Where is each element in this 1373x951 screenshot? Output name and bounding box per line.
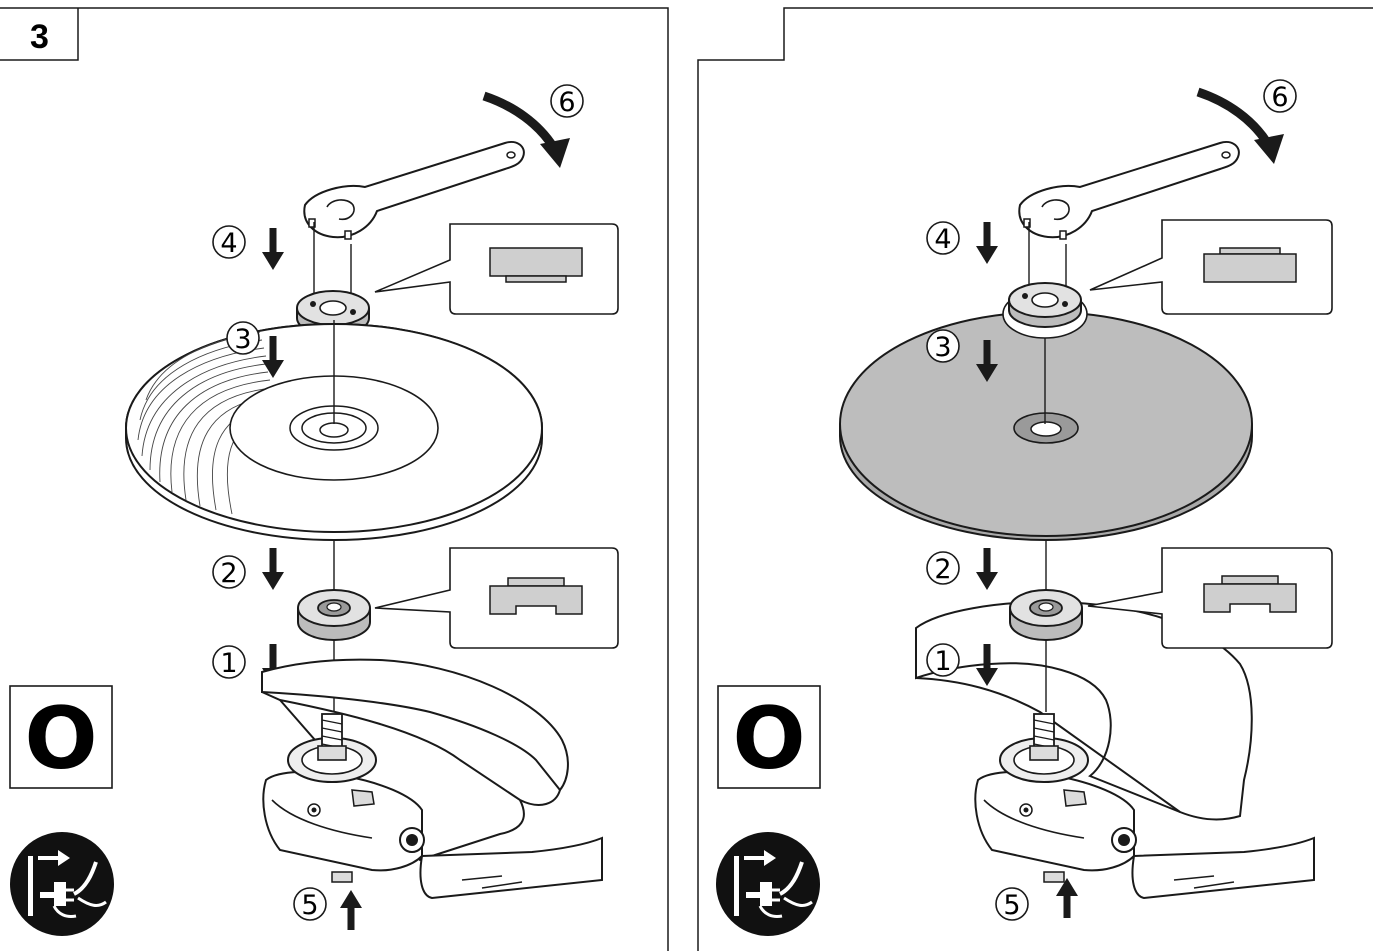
step-5-label: 5 bbox=[1003, 890, 1020, 921]
right-panel-frame bbox=[697, 7, 1373, 951]
step-2-label: 2 bbox=[220, 558, 237, 589]
cutting-disc bbox=[839, 311, 1253, 542]
step-labels: 4 3 2 1 5 6 bbox=[212, 84, 584, 921]
mode-symbol-box bbox=[9, 685, 113, 789]
inner-flange bbox=[297, 589, 371, 641]
mode-symbol: O bbox=[732, 689, 805, 789]
step-1-label: 1 bbox=[934, 646, 951, 677]
right-panel: O 4 3 2 1 5 6 bbox=[697, 7, 1373, 951]
step-2-arrow bbox=[262, 548, 284, 590]
step-2-arrow bbox=[976, 548, 998, 590]
step-4-arrow bbox=[262, 228, 284, 270]
step-6-label: 6 bbox=[1271, 82, 1288, 113]
step-4-arrow bbox=[976, 222, 998, 264]
mode-symbol-box bbox=[717, 685, 821, 789]
inner-flange bbox=[1009, 589, 1083, 641]
step-1-label: 1 bbox=[220, 648, 237, 679]
lock-nut bbox=[1008, 282, 1082, 328]
wheel-guard bbox=[261, 658, 569, 862]
step-5-label: 5 bbox=[301, 890, 318, 921]
step-2-label: 2 bbox=[934, 554, 951, 585]
step-6-label: 6 bbox=[558, 87, 575, 118]
step-4-label: 4 bbox=[220, 228, 237, 259]
step-5-arrow bbox=[340, 890, 362, 930]
mode-symbol: O bbox=[24, 689, 97, 789]
grinding-disc bbox=[125, 323, 543, 542]
unplug-icon bbox=[8, 830, 116, 938]
left-panel-frame bbox=[0, 7, 669, 951]
figure-number: 3 bbox=[30, 18, 49, 56]
step-labels: 4 3 2 1 5 6 bbox=[926, 79, 1297, 921]
step-4-label: 4 bbox=[934, 224, 951, 255]
step-3-label: 3 bbox=[234, 324, 251, 355]
step-5-arrow bbox=[1056, 878, 1078, 918]
step-3-label: 3 bbox=[934, 332, 951, 363]
figure-label-box bbox=[0, 8, 79, 61]
left-panel: 3 bbox=[0, 7, 669, 951]
unplug-icon bbox=[714, 830, 822, 938]
